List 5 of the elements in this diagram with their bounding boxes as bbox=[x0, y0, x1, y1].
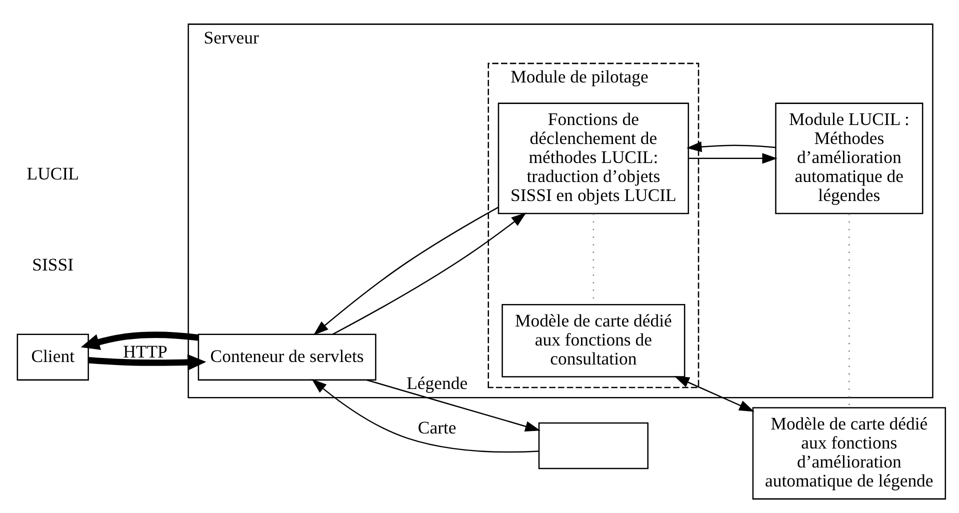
edge-label: Légende bbox=[406, 373, 468, 394]
edge-label: HTTP bbox=[123, 341, 168, 362]
label: LUCIL bbox=[26, 164, 79, 184]
edge-label: Carte bbox=[418, 417, 456, 438]
label: SISSI bbox=[32, 254, 74, 275]
